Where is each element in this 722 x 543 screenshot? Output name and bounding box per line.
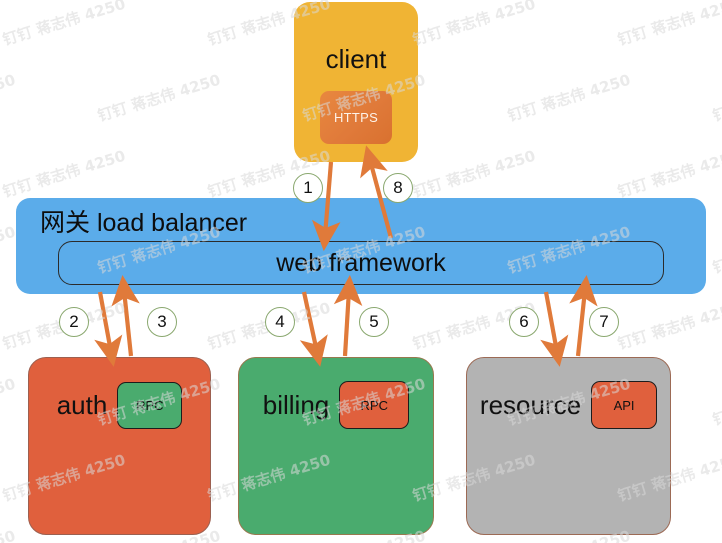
- auth-label: auth: [56, 389, 108, 420]
- node-resource[interactable]: resource API: [466, 357, 671, 535]
- watermark-text: 钉钉 蒋志伟 4250: [0, 0, 128, 50]
- watermark-text: 钉钉 蒋志伟 4250: [615, 146, 722, 202]
- watermark-text: 钉钉 蒋志伟 4250: [615, 298, 722, 354]
- step-circle-1[interactable]: 1: [293, 173, 323, 203]
- load-balancer-title: 网关 load balancer: [40, 203, 247, 239]
- node-auth[interactable]: auth RPC: [28, 357, 211, 535]
- https-badge: HTTPS: [320, 91, 392, 144]
- load-balancer-title-en: load balancer: [96, 209, 248, 237]
- watermark-text: 钉钉 蒋志伟 4250: [710, 375, 722, 430]
- arrow-step-5: [333, 274, 363, 357]
- arrow-step-6: [540, 291, 569, 367]
- node-load-balancer[interactable]: 网关 load balancer web framework: [16, 198, 706, 294]
- load-balancer-title-spacer: [90, 209, 97, 237]
- web-framework-label: web framework: [276, 248, 446, 277]
- arrow-step-4: [299, 291, 328, 367]
- arrow-step-7: [569, 274, 598, 357]
- watermark-text: 钉钉 蒋志伟 4250: [0, 146, 128, 202]
- step-circle-5[interactable]: 5: [359, 307, 389, 337]
- watermark-text: 钉钉 蒋志伟 4250: [410, 0, 538, 50]
- arrow-step-2: [94, 291, 123, 367]
- watermark-text: 钉钉 蒋志伟 4250: [0, 70, 18, 125]
- watermark-text: 钉钉 蒋志伟 4250: [710, 223, 722, 278]
- arrow-step-3: [111, 274, 140, 357]
- watermark-text: 钉钉 蒋志伟 4250: [615, 0, 722, 50]
- billing-row: billing RPC: [239, 378, 433, 432]
- client-label: client: [325, 44, 387, 74]
- watermark-text: 钉钉 蒋志伟 4250: [710, 71, 722, 126]
- auth-row: auth RPC: [29, 378, 210, 432]
- billing-rpc-chip: RPC: [339, 381, 410, 429]
- step-circle-8[interactable]: 8: [383, 173, 413, 203]
- watermark-text: 钉钉 蒋志伟 4250: [505, 70, 633, 126]
- watermark-text: 钉钉 蒋志伟 4250: [95, 70, 223, 126]
- watermark-text: 钉钉 蒋志伟 4250: [0, 374, 18, 429]
- watermark-text: 钉钉 蒋志伟 4250: [0, 525, 18, 543]
- watermark-text: 钉钉 蒋志伟 4250: [710, 525, 722, 543]
- node-billing[interactable]: billing RPC: [238, 357, 434, 535]
- billing-label: billing: [262, 389, 330, 420]
- step-circle-3[interactable]: 3: [147, 307, 177, 337]
- step-circle-2[interactable]: 2: [59, 307, 89, 337]
- resource-row: resource API: [467, 378, 670, 432]
- step-circle-7[interactable]: 7: [589, 307, 619, 337]
- resource-api-chip: API: [591, 381, 658, 429]
- auth-rpc-chip: RPC: [117, 381, 183, 429]
- node-web-framework[interactable]: web framework: [58, 241, 664, 285]
- watermark-text: 钉钉 蒋志伟 4250: [410, 146, 538, 202]
- resource-label: resource: [479, 389, 582, 420]
- step-circle-6[interactable]: 6: [509, 307, 539, 337]
- load-balancer-title-cn: 网关: [40, 208, 91, 237]
- step-circle-4[interactable]: 4: [265, 307, 295, 337]
- node-client[interactable]: client HTTPS: [294, 2, 418, 162]
